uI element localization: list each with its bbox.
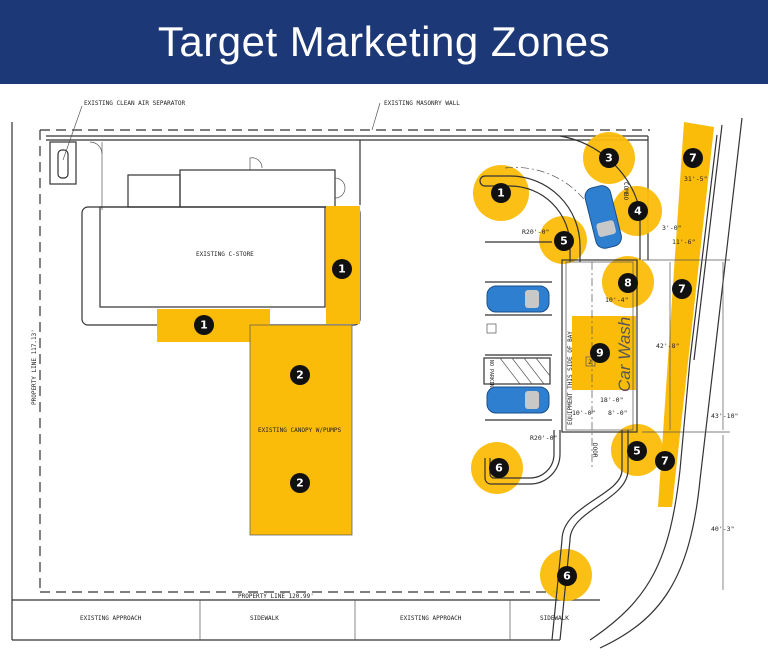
clean-air-separator xyxy=(49,105,103,210)
dim-r-bottom: R20'-0" xyxy=(530,434,557,442)
dim-10: 10'-0" xyxy=(572,409,595,417)
equipment-label: EQUIPMENT THIS SIDE OF BAY xyxy=(567,331,574,425)
page-title: Target Marketing Zones xyxy=(157,18,611,65)
svg-text:3: 3 xyxy=(605,152,613,165)
property-boundary xyxy=(11,122,650,640)
zone-marker: 9 xyxy=(590,343,610,363)
svg-text:9: 9 xyxy=(596,347,604,360)
zone-marker: 1 xyxy=(332,259,352,279)
zone-marker: 8 xyxy=(618,273,638,293)
svg-text:6: 6 xyxy=(495,462,503,475)
dim-42: 42'-8" xyxy=(656,342,679,350)
svg-text:7: 7 xyxy=(689,152,697,165)
zone-marker: 5 xyxy=(627,441,647,461)
svg-text:5: 5 xyxy=(633,445,641,458)
svg-text:2: 2 xyxy=(296,477,304,490)
zone-marker: 2 xyxy=(290,365,310,385)
property-line-bottom: PROPERTY LINE 120.99' xyxy=(238,593,314,600)
masonry-wall-label: EXISTING MASONRY WALL xyxy=(384,100,460,107)
dim-r-top: R20'-0" xyxy=(522,228,549,236)
drive-lanes xyxy=(479,117,743,649)
svg-text:5: 5 xyxy=(560,235,568,248)
zone-marker: 7 xyxy=(655,451,675,471)
c-store-label: EXISTING C-STORE xyxy=(196,251,254,258)
zone-marker: 3 xyxy=(599,148,619,168)
combo-label: COMBO xyxy=(622,182,629,200)
car-wash-bay: 2 Car Wash EQUIPMENT THIS SIDE OF BAY DO… xyxy=(561,182,730,590)
clean-air-label: EXISTING CLEAN AIR SEPARATOR xyxy=(84,100,186,107)
car-icon xyxy=(486,386,550,414)
sidewalk-strip xyxy=(12,599,600,641)
c-store-building xyxy=(81,140,361,326)
bay-tag: 2 xyxy=(588,358,592,366)
zone-exit-strip xyxy=(658,122,714,507)
dim-43: 43'-10" xyxy=(711,412,738,420)
svg-text:4: 4 xyxy=(634,205,642,218)
dimensions: R20'-0" R20'-0" 3'-0" 11'-6" 31'-5" 10'-… xyxy=(522,175,738,533)
svg-text:1: 1 xyxy=(200,319,208,332)
zone-marker: 7 xyxy=(683,148,703,168)
zone-canopy xyxy=(250,325,352,535)
svg-text:1: 1 xyxy=(497,187,505,200)
zone-marker: 1 xyxy=(194,315,214,335)
zone-marker: 6 xyxy=(489,458,509,478)
sidewalk-label: SIDEWALK xyxy=(540,615,569,622)
car-icon xyxy=(584,185,622,249)
zone-marker: 5 xyxy=(554,231,574,251)
sidewalk-label: SIDEWALK xyxy=(250,615,279,622)
dim-11: 11'-6" xyxy=(672,238,695,246)
zone-marker: 7 xyxy=(672,279,692,299)
zone-marker: 1 xyxy=(491,183,511,203)
car-icon xyxy=(486,285,550,313)
parking: NO PARKING xyxy=(483,323,551,390)
zone-marker: 4 xyxy=(628,201,648,221)
car-wash-label: Car Wash xyxy=(615,317,634,392)
no-parking-label: NO PARKING xyxy=(488,360,494,390)
dim-18: 18'-0" xyxy=(600,396,623,404)
zone-marker: 2 xyxy=(290,473,310,493)
property-line-left: PROPERTY LINE 117.13' xyxy=(31,329,38,405)
canopy-label: EXISTING CANOPY W/PUMPS xyxy=(258,427,341,434)
title-banner: Target Marketing Zones xyxy=(0,0,768,84)
svg-text:2: 2 xyxy=(296,369,304,382)
dim-3: 3'-0" xyxy=(662,224,682,232)
svg-text:1: 1 xyxy=(338,263,346,276)
svg-text:7: 7 xyxy=(678,283,686,296)
dim-8: 8'-0" xyxy=(608,409,628,417)
approach-label: EXISTING APPROACH xyxy=(80,615,142,622)
approach-label: EXISTING APPROACH xyxy=(400,615,462,622)
dim-40: 40'-3" xyxy=(711,525,734,533)
door-label: DOOR xyxy=(591,443,598,458)
svg-text:8: 8 xyxy=(624,277,632,290)
svg-text:7: 7 xyxy=(661,455,669,468)
dim-31: 31'-5" xyxy=(684,175,707,183)
svg-text:6: 6 xyxy=(563,570,571,583)
zone-marker: 6 xyxy=(557,566,577,586)
dim-10-4: 10'-4" xyxy=(605,296,628,304)
